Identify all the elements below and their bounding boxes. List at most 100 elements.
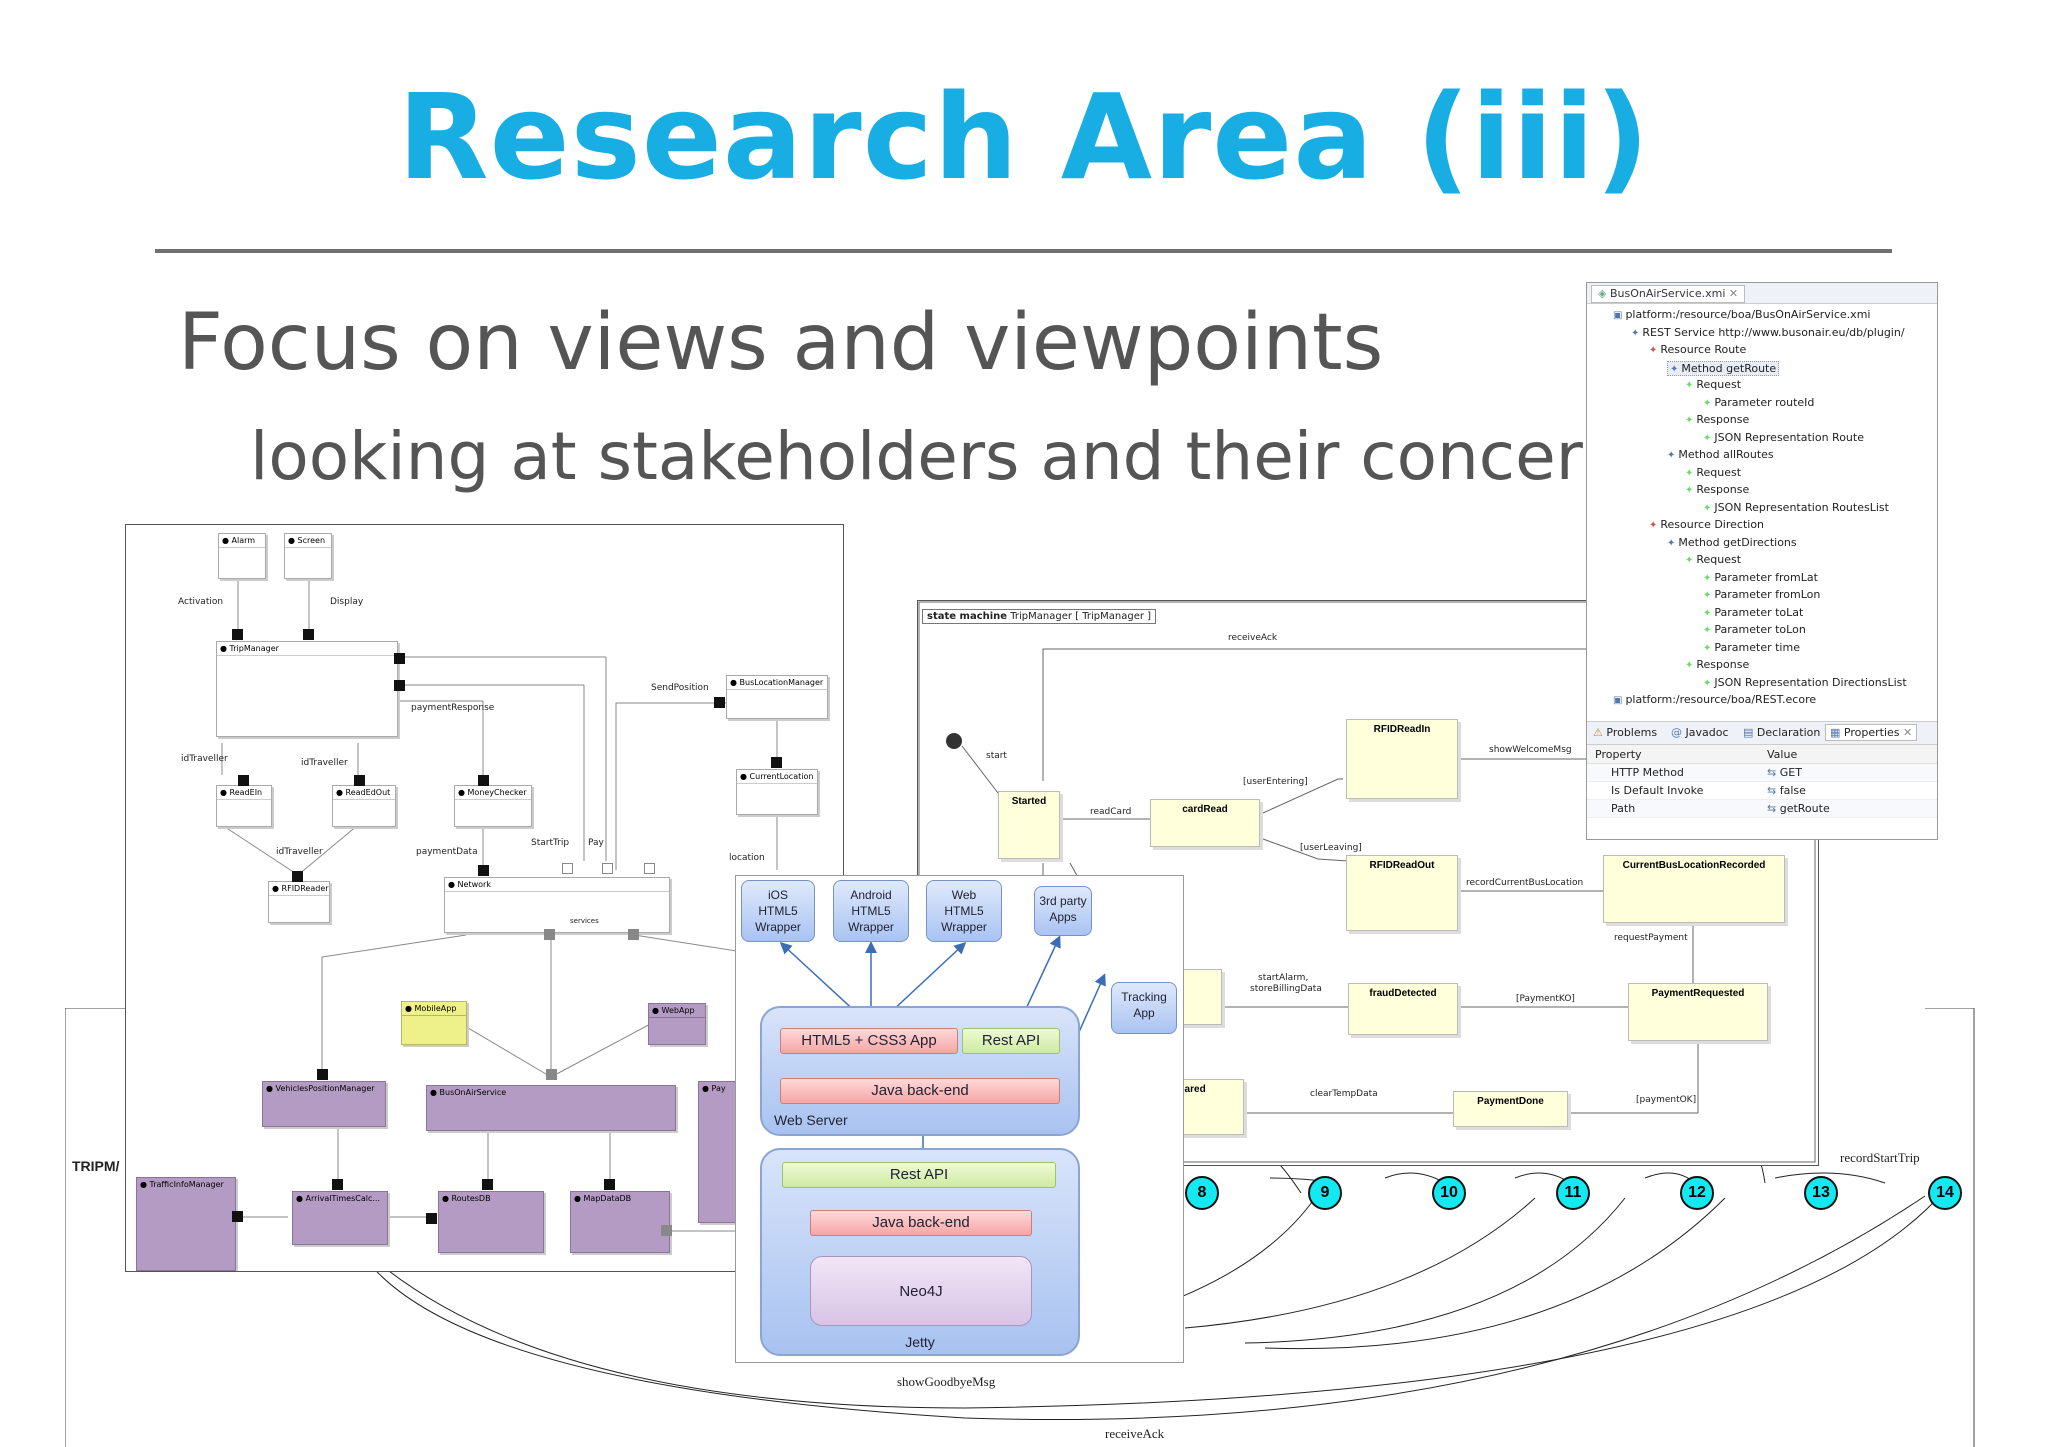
- tree-item[interactable]: ✦Parameter toLon: [1703, 623, 1806, 636]
- tree-item[interactable]: ✦Request: [1685, 553, 1741, 566]
- tree-item[interactable]: ✦JSON Representation DirectionsList: [1703, 676, 1907, 689]
- component-routes-db: ● RoutesDB: [438, 1191, 544, 1253]
- tree-item-text: Response: [1696, 483, 1750, 496]
- vehicles-position-manager-text: VehiclesPositionManager: [275, 1084, 375, 1093]
- component-arrival-times-calc-label: ● ArrivalTimesCalc...: [296, 1194, 381, 1203]
- tab-declaration[interactable]: ▤ Declaration: [1743, 726, 1820, 739]
- property-value: ⇆ GET: [1767, 766, 1802, 779]
- network-text: Network: [457, 880, 491, 889]
- web-server-rest-api: Rest API: [962, 1028, 1060, 1054]
- tree-item-text: REST Service http://www.busonair.eu/db/p…: [1642, 326, 1905, 339]
- show-goodbye-msg-label: showGoodbyeMsg: [897, 1374, 996, 1389]
- property-row[interactable]: HTTP Method ⇆ GET: [1587, 764, 1937, 782]
- tree-item[interactable]: ✦Request: [1685, 466, 1741, 479]
- tree-item[interactable]: ✦Method allRoutes: [1667, 448, 1774, 461]
- state-machine-ref: TripManager: [1082, 611, 1144, 622]
- tree-item[interactable]: ✦Response: [1685, 413, 1749, 426]
- tree-item[interactable]: ✦Resource Route: [1649, 343, 1746, 356]
- tree-item[interactable]: ✦Request: [1685, 378, 1741, 391]
- tree-item[interactable]: ✦Response: [1685, 658, 1749, 671]
- state-alarm-partial: [1178, 969, 1222, 1025]
- tree-item-text: JSON Representation Route: [1714, 431, 1864, 444]
- editor-tab-label: BusOnAirService.xmi: [1609, 287, 1726, 300]
- method-icon: ✦: [1667, 538, 1676, 549]
- value-icon: ⇆: [1767, 784, 1777, 797]
- tracking-line1: Tracking: [1121, 990, 1167, 1004]
- component-money-checker-label: ● MoneyChecker: [455, 786, 531, 800]
- web-app-text: WebApp: [661, 1006, 695, 1015]
- graph-node-11: 11: [1556, 1176, 1590, 1210]
- tab-properties[interactable]: ▦ Properties ✕: [1825, 724, 1918, 741]
- tab-javadoc[interactable]: @ Javadoc: [1671, 726, 1729, 739]
- tree-item[interactable]: ✦Method getRoute: [1667, 361, 1780, 376]
- tree-item[interactable]: ✦Resource Direction: [1649, 518, 1764, 531]
- tree-item[interactable]: ✦Method getDirections: [1667, 536, 1797, 549]
- component-current-location-label: ● CurrentLocation: [737, 770, 817, 784]
- property-row[interactable]: Is Default Invoke ⇆ false: [1587, 782, 1937, 800]
- javadoc-icon: @: [1671, 726, 1682, 739]
- component-vehicles-position-manager: ● VehiclesPositionManager: [262, 1081, 386, 1127]
- port-traffic-info-manager: [232, 1211, 243, 1222]
- tracking-line2: App: [1133, 1006, 1155, 1020]
- neo4j-database: Neo4J: [810, 1256, 1032, 1326]
- tree-item[interactable]: ✦Parameter fromLat: [1703, 571, 1818, 584]
- transition-user-leaving: [userLeaving]: [1300, 843, 1362, 853]
- property-value-text: false: [1779, 784, 1806, 797]
- close-tab-icon[interactable]: ✕: [1728, 287, 1739, 300]
- tab-problems-label: Problems: [1606, 726, 1658, 739]
- tab-problems[interactable]: ⚠ Problems: [1593, 726, 1657, 739]
- graph-node-10: 10: [1432, 1176, 1466, 1210]
- component-vehicles-position-manager-label: ● VehiclesPositionManager: [266, 1084, 375, 1093]
- client-web-wrapper: Web HTML5 Wrapper: [926, 880, 1002, 942]
- parameter-icon: ✦: [1703, 643, 1712, 654]
- slide-title: Research Area (iii): [397, 68, 1651, 206]
- port-map-data-db-right: [661, 1225, 672, 1236]
- property-value-text: getRoute: [1779, 802, 1830, 815]
- third-party-apps: 3rd party Apps: [1034, 886, 1092, 936]
- tree-item[interactable]: ▣platform:/resource/boa/REST.ecore: [1613, 693, 1816, 706]
- component-network: ● Network: [444, 877, 670, 933]
- value-column-header: Value: [1767, 748, 1798, 761]
- problems-icon: ⚠: [1593, 726, 1603, 739]
- tree-item[interactable]: ✦JSON Representation RoutesList: [1703, 501, 1889, 514]
- tree-item[interactable]: ▣platform:/resource/boa/BusOnAirService.…: [1613, 308, 1870, 321]
- component-screen-label: ● Screen: [285, 534, 331, 548]
- state-fraud-detected: fraudDetected: [1348, 983, 1458, 1035]
- component-bus-location-manager-label: ● BusLocationManager: [727, 676, 827, 690]
- transition-store-billing-data: storeBillingData: [1250, 984, 1322, 994]
- transition-clear-temp-data: clearTempData: [1310, 1089, 1378, 1099]
- property-value-text: GET: [1779, 766, 1802, 779]
- state-started: Started: [998, 791, 1060, 859]
- request-icon: ✦: [1685, 468, 1694, 479]
- neo4j-text: Neo4J: [899, 1283, 943, 1300]
- property-column-header: Property: [1595, 748, 1642, 761]
- tree-item[interactable]: ✦Parameter toLat: [1703, 606, 1803, 619]
- component-read-eout-label: ● ReadEdOut: [333, 786, 395, 800]
- tree-item-text: Method getRoute: [1681, 362, 1777, 375]
- tree-item-text: Request: [1696, 553, 1742, 566]
- tree-item[interactable]: ✦Response: [1685, 483, 1749, 496]
- component-read-ein: ● ReadEIn: [216, 785, 272, 827]
- tree-item[interactable]: ✦Parameter time: [1703, 641, 1800, 654]
- traffic-info-manager-text: TrafficInfoManager: [149, 1180, 224, 1189]
- current-location-text: CurrentLocation: [749, 772, 814, 781]
- tree-item[interactable]: ✦JSON Representation Route: [1703, 431, 1864, 444]
- port-network-5: [544, 929, 555, 940]
- label-start-trip: StartTrip: [531, 838, 570, 848]
- label-display: Display: [330, 597, 364, 607]
- port-trip-manager-3: [394, 653, 405, 664]
- client-ios-wrapper: iOS HTML5 Wrapper: [741, 880, 815, 942]
- tree-item[interactable]: ✦Parameter fromLon: [1703, 588, 1820, 601]
- tree-item[interactable]: ✦REST Service http://www.busonair.eu/db/…: [1631, 326, 1905, 339]
- tree-item-text: Parameter toLat: [1714, 606, 1804, 619]
- component-pay-partial-label: ● Pay: [702, 1084, 726, 1093]
- tree-item[interactable]: ✦Parameter routeId: [1703, 396, 1814, 409]
- port-network-6: [628, 929, 639, 940]
- editor-tab[interactable]: ◈ BusOnAirService.xmi ✕: [1591, 285, 1746, 303]
- transition-show-welcome-msg: showWelcomeMsg: [1489, 745, 1572, 755]
- port-arrival-times-calc: [332, 1179, 343, 1190]
- close-properties-icon[interactable]: ✕: [1903, 726, 1913, 739]
- property-row[interactable]: Path ⇆ getRoute: [1587, 800, 1937, 818]
- port-read-eout: [354, 775, 365, 786]
- state-rfid-read-out: RFIDReadOut: [1346, 855, 1458, 931]
